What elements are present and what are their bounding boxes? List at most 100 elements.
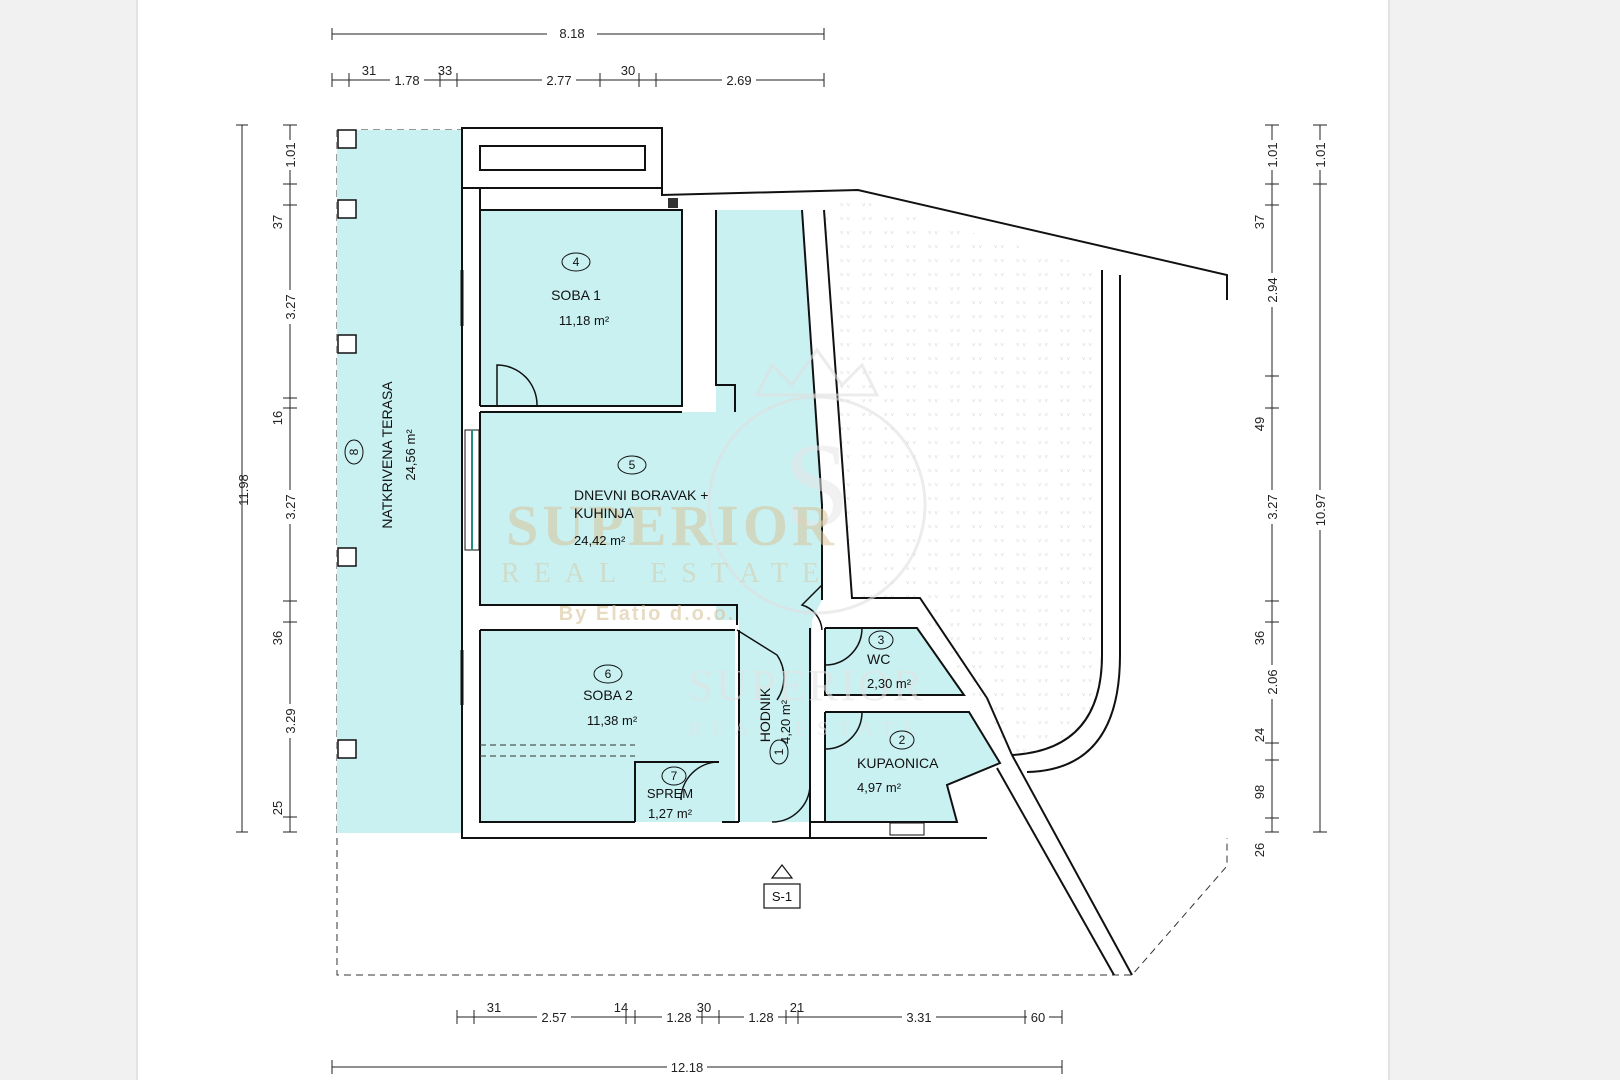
dim-right-inner-5: 3.27 — [1265, 494, 1280, 519]
watermark-brand-2: SUPERIOR — [689, 661, 926, 710]
dim-top-seg-3: 33 — [438, 63, 452, 78]
room-number: 6 — [605, 667, 612, 681]
room-natkrivena-terasa: 8 NATKRIVENA TERASA 24,56 m² — [344, 381, 418, 529]
dim-left-seg-6: 36 — [270, 631, 285, 645]
soba2-wardrobe-line — [480, 744, 635, 757]
room-hodnik: 1 HODNIK 4,20 m² — [757, 687, 793, 765]
room-number: 7 — [671, 769, 678, 783]
dim-right-inner-10: 26 — [1252, 843, 1267, 857]
dim-bottom-seg-8: 3.31 — [906, 1010, 931, 1025]
room-labels: 4 SOBA 1 11,18 m² 5 DNEVNI BORAVAK + KUH… — [344, 252, 939, 821]
terrace-columns — [337, 129, 357, 759]
room-area: 24,42 m² — [574, 533, 626, 548]
dim-bottom-seg-2: 2.57 — [541, 1010, 566, 1025]
terrace-fill — [337, 130, 462, 833]
dim-left-seg-2: 37 — [270, 215, 285, 229]
watermark-tagline: REAL ESTATE — [501, 558, 833, 589]
chimney — [668, 198, 678, 208]
dim-left-seg-5: 3.27 — [283, 494, 298, 519]
walls — [461, 127, 1228, 976]
dim-bottom-total: 12.18 — [671, 1060, 704, 1075]
dim-right-outer-1: 1.01 — [1313, 142, 1328, 167]
room-area: 4,97 m² — [857, 780, 902, 795]
room-name-line1: DNEVNI BORAVAK + — [574, 487, 708, 503]
dim-right-inner-4: 49 — [1252, 417, 1267, 431]
dim-right-inner-6: 36 — [1252, 631, 1267, 645]
room-name: SOBA 1 — [551, 287, 601, 303]
room-area: 24,56 m² — [403, 429, 418, 481]
watermark-brand: SUPERIOR — [506, 493, 838, 558]
dim-left-total: 11.98 — [236, 474, 251, 506]
room-number: 2 — [899, 733, 906, 747]
room-area: 2,30 m² — [867, 676, 912, 691]
room-number: 8 — [347, 448, 361, 455]
room-number: 4 — [573, 255, 580, 269]
room-number: 5 — [629, 458, 636, 472]
dim-left-seg-7: 3.29 — [283, 708, 298, 733]
section-label: S-1 — [772, 889, 792, 904]
room-soba-2: 6 SOBA 2 11,38 m² — [583, 664, 638, 728]
dim-top-seg-4: 2.77 — [546, 73, 571, 88]
plan-sheet: ᵥ ᵥ 8.18 31 1.78 33 2.77 30 2.69 11.98 — [136, 0, 1390, 1080]
dim-top-seg-6: 2.69 — [726, 73, 751, 88]
room-area: 1,27 m² — [648, 806, 693, 821]
dim-right-inner-9: 98 — [1252, 785, 1267, 799]
dim-right-inner-8: 24 — [1252, 728, 1267, 742]
dim-left-seg-1: 1.01 — [283, 142, 298, 167]
watermark-tagline-2: REAL ESTATE — [688, 718, 925, 740]
dim-bottom-seg-9: 60 — [1031, 1010, 1045, 1025]
bottom-dimensions: 31 2.57 14 1.28 30 1.28 21 3.31 60 12.18 — [331, 1000, 1063, 1076]
sprem-fill — [640, 762, 719, 822]
dim-bottom-seg-6: 1.28 — [748, 1010, 773, 1025]
dim-top-seg-5: 30 — [621, 63, 635, 78]
left-dimensions: 11.98 1.01 37 3.27 16 3.27 36 3.29 25 — [236, 124, 298, 833]
garden — [824, 198, 1222, 960]
room-area: 11,38 m² — [587, 713, 638, 728]
dim-bottom-seg-3: 14 — [614, 1000, 628, 1015]
dim-bottom-seg-7: 21 — [790, 1000, 804, 1015]
dnevni-fill — [480, 412, 815, 605]
dim-right-inner-3: 2.94 — [1265, 277, 1280, 302]
watermark-company: By Elatio d.o.o. — [559, 603, 735, 625]
room-name: SPREM — [647, 786, 693, 801]
dim-bottom-seg-5: 30 — [697, 1000, 711, 1015]
dim-left-seg-8: 25 — [270, 801, 285, 815]
dim-bottom-seg-1: 31 — [487, 1000, 501, 1015]
dim-right-inner-1: 1.01 — [1265, 142, 1280, 167]
room-fills — [337, 130, 1000, 833]
room-name: NATKRIVENA TERASA — [379, 381, 395, 529]
room-soba-1: 4 SOBA 1 11,18 m² — [551, 252, 610, 328]
kupaonica-fill — [825, 712, 1000, 822]
room-number: 3 — [878, 633, 885, 647]
right-dimensions: 1.01 37 2.94 49 3.27 36 2.06 24 98 26 1.… — [1252, 124, 1328, 857]
dim-right-outer-2: 10.97 — [1313, 494, 1328, 527]
room-name: WC — [867, 651, 890, 667]
soba1-fill — [480, 210, 682, 406]
watermark: S SUPERIOR REAL ESTATE By Elatio d.o.o. … — [501, 347, 927, 740]
floor-plan: ᵥ ᵥ 8.18 31 1.78 33 2.77 30 2.69 11.98 — [236, 25, 1328, 1076]
room-wc: 3 WC 2,30 m² — [867, 630, 912, 691]
room-name-line2: KUHINJA — [574, 505, 635, 521]
room-dnevni-boravak: 5 DNEVNI BORAVAK + KUHINJA 24,42 m² — [574, 455, 708, 548]
dim-right-inner-2: 37 — [1252, 215, 1267, 229]
dim-right-inner-7: 2.06 — [1265, 669, 1280, 694]
bathroom-window — [889, 822, 925, 836]
dim-top-total: 8.18 — [559, 26, 584, 41]
dim-top-seg-1: 31 — [362, 63, 376, 78]
room-sprem: 7 SPREM 1,27 m² — [647, 766, 693, 821]
room-area: 11,18 m² — [559, 313, 610, 328]
wc-fill — [825, 628, 964, 695]
dim-left-seg-4: 16 — [270, 411, 285, 425]
room-name: KUPAONICA — [857, 755, 939, 771]
dim-left-seg-3: 3.27 — [283, 294, 298, 319]
room-name: SOBA 2 — [583, 687, 633, 703]
room-kupaonica: 2 KUPAONICA 4,97 m² — [857, 730, 939, 795]
section-marker: S-1 — [763, 864, 801, 909]
dim-bottom-seg-4: 1.28 — [666, 1010, 691, 1025]
top-dimensions: 8.18 31 1.78 33 2.77 30 2.69 — [331, 25, 825, 88]
watermark-s-logo: S — [784, 418, 851, 551]
room-name: HODNIK — [757, 687, 773, 742]
watermark-crown-icon — [754, 347, 880, 397]
room-area: 4,20 m² — [778, 699, 793, 744]
room-number: 1 — [772, 748, 786, 755]
